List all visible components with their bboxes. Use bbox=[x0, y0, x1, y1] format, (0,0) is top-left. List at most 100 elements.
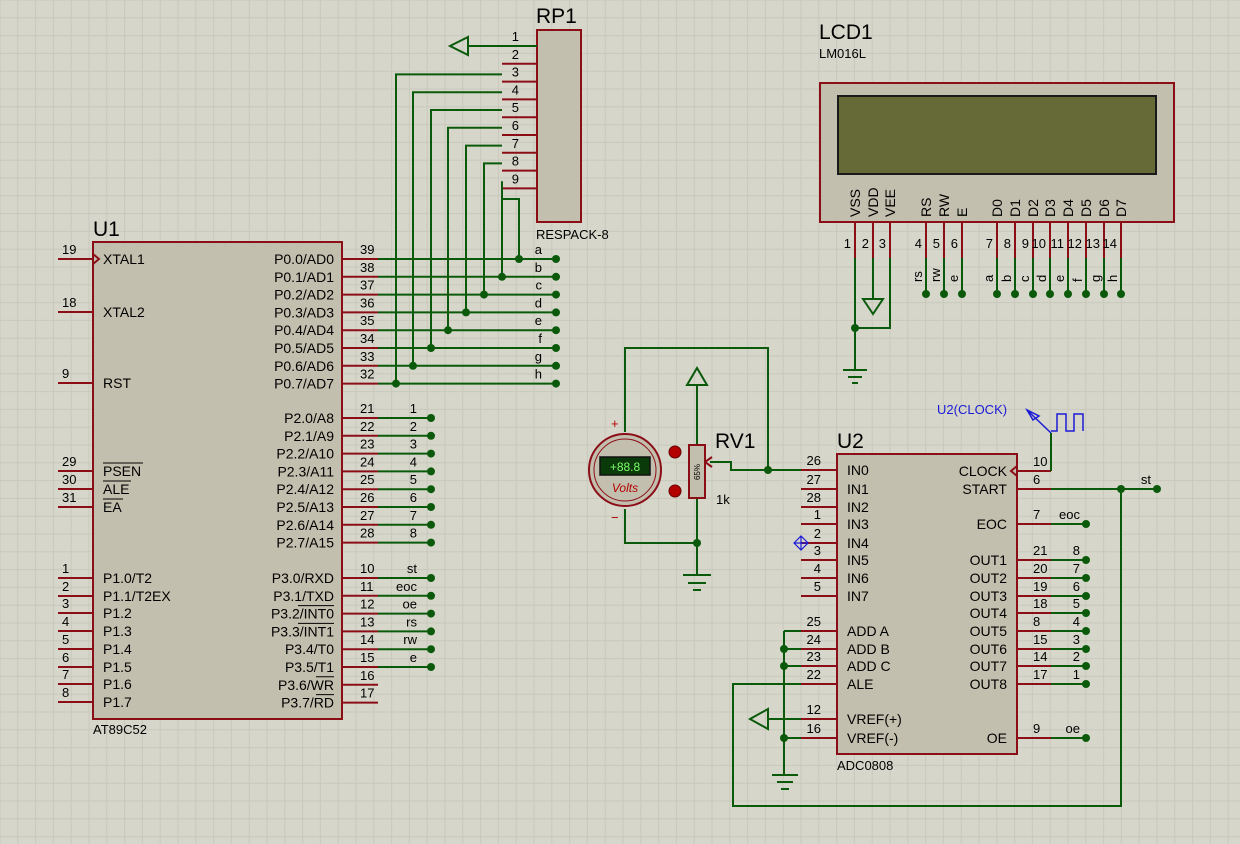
u1-pin-3[interactable]: 3P1.2 bbox=[58, 596, 132, 621]
pin-number: 8 bbox=[1033, 614, 1040, 629]
u1-pin-5[interactable]: 5P1.4 bbox=[58, 632, 132, 657]
u1-pin-8[interactable]: 8P1.7 bbox=[58, 685, 132, 710]
pin-number: 3 bbox=[814, 543, 821, 558]
rp1-pin-7[interactable]: 7 bbox=[502, 136, 537, 154]
voltmeter[interactable]: +88.8 Volts + − bbox=[588, 347, 769, 544]
rv1-potentiometer[interactable]: 65% RV1 1k bbox=[668, 366, 772, 591]
lcd1-ref: LCD1 bbox=[819, 21, 873, 44]
pin-label: P0.2/AD2 bbox=[274, 287, 334, 303]
rp1-pin-3[interactable]: 3 bbox=[502, 65, 537, 83]
rp1-pin-8[interactable]: 8 bbox=[502, 154, 537, 172]
rp1-pin-2[interactable]: 2 bbox=[502, 47, 537, 65]
rv1-up-button[interactable] bbox=[668, 445, 682, 459]
rv1-down-button[interactable] bbox=[668, 484, 682, 498]
u2-adc[interactable]: U2 ADC0808 26IN027IN128IN21IN32IN43IN54I… bbox=[732, 402, 1161, 807]
rp1-pin-1[interactable]: 1 bbox=[512, 29, 519, 44]
u1-microcontroller[interactable]: U1 AT89C52 19XTAL118XTAL29RST29PSEN30ALE… bbox=[58, 218, 560, 737]
u1-pin-2[interactable]: 2P1.1/T2EX bbox=[58, 579, 171, 604]
lcd-pin-6[interactable]: 6Ee bbox=[946, 208, 970, 298]
net-label: 7 bbox=[1073, 561, 1080, 576]
lcd1-screen bbox=[837, 95, 1157, 175]
rp1-pin-4[interactable]: 4 bbox=[502, 82, 537, 101]
rp1-pin-6[interactable]: 6 bbox=[502, 118, 537, 136]
u1-pin-4[interactable]: 4P1.3 bbox=[58, 614, 132, 639]
net-label: e bbox=[946, 275, 961, 282]
rp1-pin-9[interactable]: 9 bbox=[502, 171, 537, 190]
u1-pin-1[interactable]: 1P1.0/T2 bbox=[58, 561, 152, 586]
rp1-pin-5[interactable]: 5 bbox=[502, 100, 537, 119]
lcd1-display[interactable]: LCD1 LM016L 1VSS2VDD3VEE4RSrs5RWrw6Ee7D0… bbox=[819, 21, 1175, 384]
u1-pin-7[interactable]: 7P1.6 bbox=[58, 667, 132, 692]
u1-pin-6[interactable]: 6P1.5 bbox=[58, 650, 132, 675]
